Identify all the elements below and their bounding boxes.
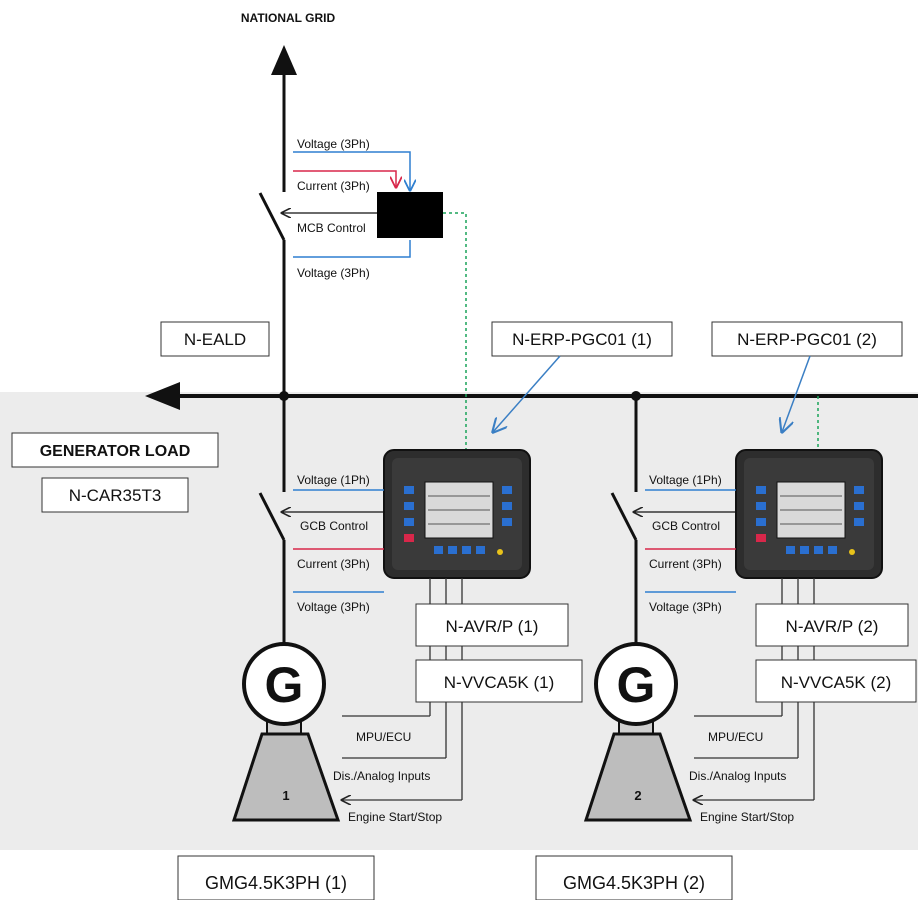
mains-voltage-bottom-label: Voltage (3Ph) bbox=[297, 266, 370, 280]
engine-number-2: 2 bbox=[634, 788, 641, 803]
vvca1-box-label: N-VVCA5K (1) bbox=[444, 673, 555, 692]
genset-1: Voltage (1Ph) GCB Control Current (3Ph) … bbox=[231, 396, 583, 824]
avr1-box-label: N-AVR/P (1) bbox=[446, 617, 539, 636]
load-arrow-icon bbox=[145, 382, 180, 410]
mcb-breaker bbox=[258, 192, 286, 241]
erp2-box-label: N-ERP-PGC01 (2) bbox=[737, 330, 877, 349]
gen1-gcb-label: GCB Control bbox=[300, 519, 368, 533]
gmg2-box-label: GMG4.5K3PH (2) bbox=[563, 873, 705, 893]
erp1-box-label: N-ERP-PGC01 (1) bbox=[512, 330, 652, 349]
gen1-mpu-label: MPU/ECU bbox=[356, 730, 411, 744]
mains-voltage-top-label: Voltage (3Ph) bbox=[297, 137, 370, 151]
vvca2-box-label: N-VVCA5K (2) bbox=[781, 673, 892, 692]
gen1-voltage-3ph-label: Voltage (3Ph) bbox=[297, 600, 370, 614]
generator-letter-1: G bbox=[265, 657, 304, 713]
gen2-start-stop-label: Engine Start/Stop bbox=[700, 810, 794, 824]
engine-1 bbox=[231, 732, 341, 822]
generator-1 bbox=[242, 642, 326, 726]
engine-2 bbox=[583, 732, 693, 822]
generator-2 bbox=[594, 642, 678, 726]
gcb-breaker-1 bbox=[258, 492, 286, 541]
ealD-controller bbox=[377, 192, 443, 238]
genset-2: Voltage (1Ph) GCB Control Current (3Ph) … bbox=[583, 396, 917, 824]
avr2-box-label: N-AVR/P (2) bbox=[786, 617, 879, 636]
gen1-inputs-label: Dis./Analog Inputs bbox=[333, 769, 430, 783]
car-box-label: N-CAR35T3 bbox=[69, 486, 162, 505]
gen1-start-stop-label: Engine Start/Stop bbox=[348, 810, 442, 824]
engine-number-1: 1 bbox=[282, 788, 289, 803]
gcb-breaker-2 bbox=[610, 492, 638, 541]
gen2-inputs-label: Dis./Analog Inputs bbox=[689, 769, 786, 783]
generator-letter-2: G bbox=[617, 657, 656, 713]
mcb-control-label: MCB Control bbox=[297, 221, 366, 235]
gen1-voltage-1ph-label: Voltage (1Ph) bbox=[297, 473, 370, 487]
gen2-mpu-label: MPU/ECU bbox=[708, 730, 763, 744]
comm-line-1 bbox=[443, 212, 467, 452]
mains-current-label: Current (3Ph) bbox=[297, 179, 370, 193]
gen2-voltage-3ph-label: Voltage (3Ph) bbox=[649, 600, 722, 614]
generator-load-label: GENERATOR LOAD bbox=[40, 443, 191, 460]
gen2-current-label: Current (3Ph) bbox=[649, 557, 722, 571]
grid-arrow-icon bbox=[271, 45, 297, 75]
gmg1-box-label: GMG4.5K3PH (1) bbox=[205, 873, 347, 893]
gen1-current-label: Current (3Ph) bbox=[297, 557, 370, 571]
ealD-box-label: N-EALD bbox=[184, 330, 246, 349]
grid-label: NATIONAL GRID bbox=[241, 11, 336, 25]
gen2-gcb-label: GCB Control bbox=[652, 519, 720, 533]
gen2-voltage-1ph-label: Voltage (1Ph) bbox=[649, 473, 722, 487]
